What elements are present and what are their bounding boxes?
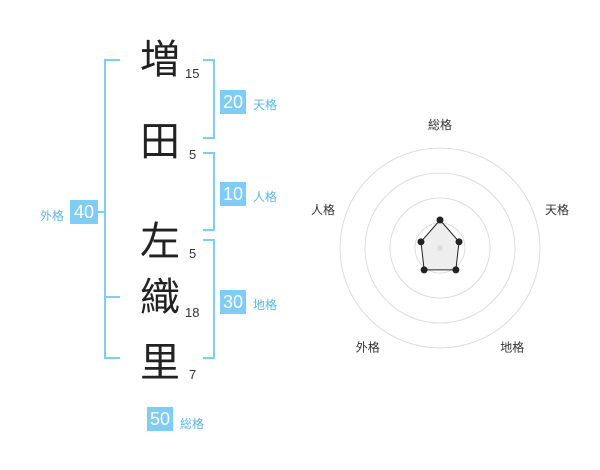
tenkaku-label: 天格 xyxy=(253,98,278,112)
tenkaku-value: 20 xyxy=(220,90,246,114)
stroke-count-3: 5 xyxy=(189,246,197,261)
radar-point-2 xyxy=(455,238,463,246)
soukaku-value: 50 xyxy=(147,407,173,431)
stroke-count-2: 5 xyxy=(189,147,197,162)
radar-ring-1 xyxy=(339,147,541,349)
stroke-count-5: 7 xyxy=(189,367,197,382)
radar-axis-label-5: 人格 xyxy=(311,202,335,217)
stroke-count-4: 18 xyxy=(185,305,200,320)
radar-axis-label-2: 天格 xyxy=(545,202,569,217)
radar-axis-label-4: 外格 xyxy=(356,340,380,355)
radar-ring-2 xyxy=(364,172,516,324)
jinkaku-label: 人格 xyxy=(253,190,278,204)
name-char-5: 里 xyxy=(140,340,180,386)
gaikaku-value: 40 xyxy=(70,200,98,224)
chikaku-label: 地格 xyxy=(253,298,278,312)
jinkaku-bracket xyxy=(203,152,215,231)
stroke-count-1: 15 xyxy=(185,66,200,81)
radar-center xyxy=(437,245,443,251)
jinkaku-value: 10 xyxy=(220,182,246,206)
name-char-2: 田 xyxy=(140,119,180,165)
name-char-1: 増 xyxy=(140,37,180,83)
radar-ring-3 xyxy=(389,197,491,299)
radar-point-3 xyxy=(452,266,460,274)
chikaku-bracket xyxy=(203,239,215,359)
chikaku-value: 30 xyxy=(220,290,246,314)
radar-axis-label-1: 総格 xyxy=(428,117,452,132)
radar-polygon xyxy=(420,219,460,271)
radar-point-4 xyxy=(420,266,428,274)
gaikaku-label: 外格 xyxy=(40,209,65,223)
name-char-4: 織 xyxy=(140,275,180,321)
gaikaku-bracket xyxy=(104,59,120,359)
soukaku-label: 総格 xyxy=(180,417,205,431)
radar-axis-label-3: 地格 xyxy=(500,340,524,355)
name-char-3: 左 xyxy=(140,219,180,265)
radar-point-5 xyxy=(417,238,425,246)
radar-point-1 xyxy=(436,216,444,224)
tenkaku-bracket xyxy=(203,59,215,139)
